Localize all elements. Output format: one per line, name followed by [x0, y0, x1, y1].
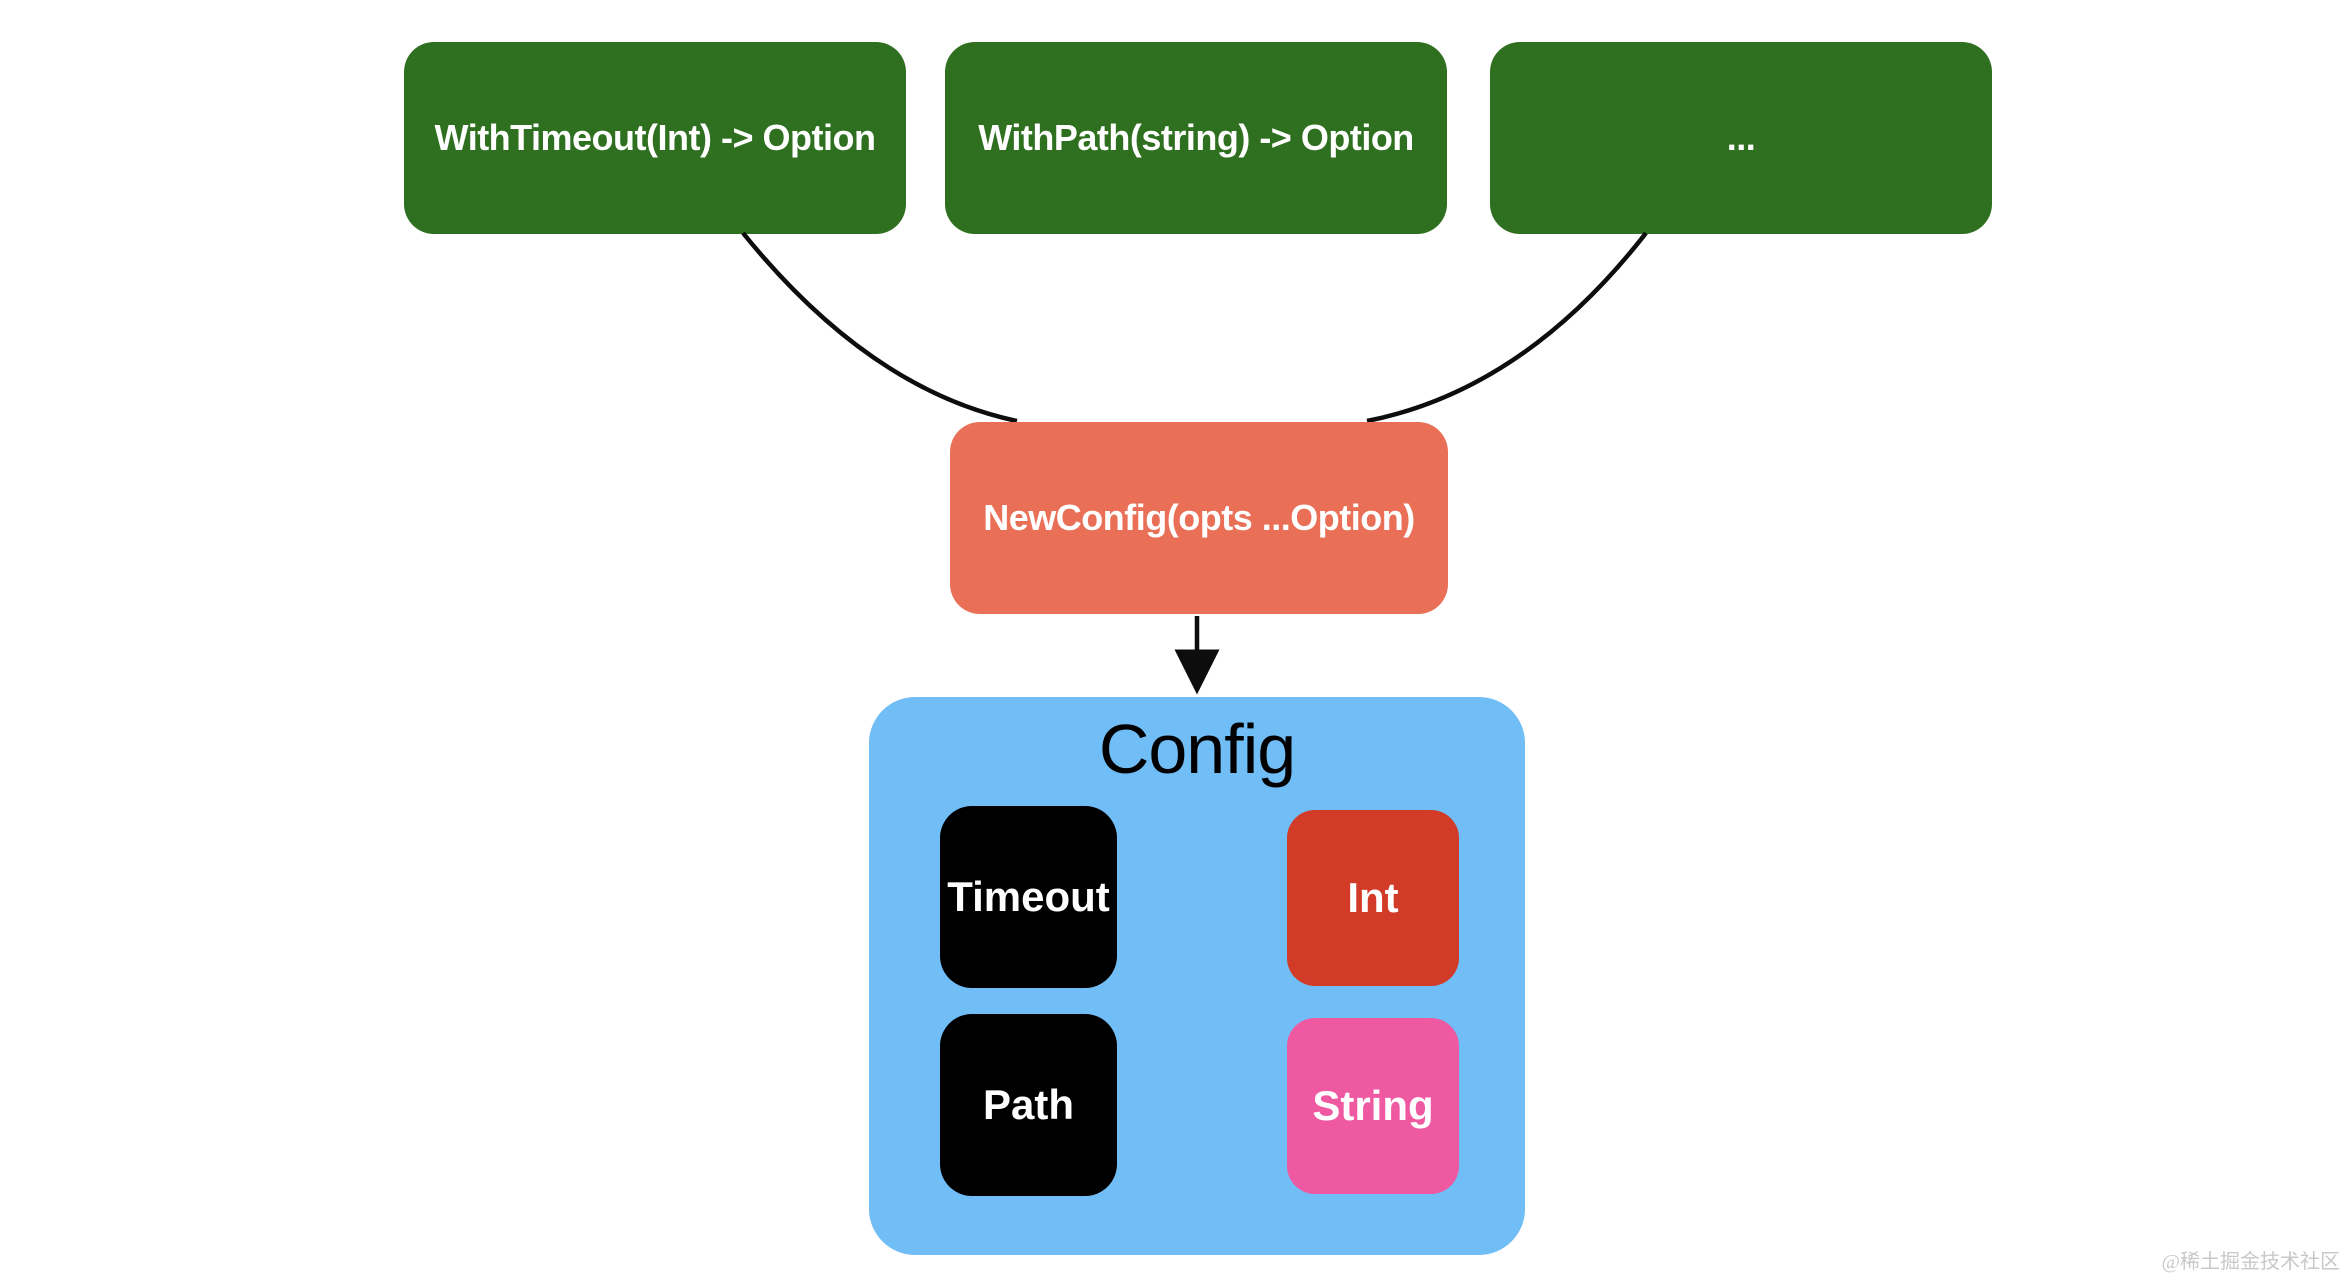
option-box-withpath: WithPath(string) -> Option — [945, 42, 1447, 234]
type-box-string: String — [1287, 1018, 1459, 1194]
option-box-ellipsis-label: ... — [1726, 117, 1756, 158]
option-box-withpath-label: WithPath(string) -> Option — [978, 117, 1414, 158]
type-box-int-label: Int — [1347, 874, 1399, 921]
type-box-int: Int — [1287, 810, 1459, 986]
config-field-timeout: Timeout — [940, 806, 1117, 988]
type-box-string-label: String — [1312, 1082, 1434, 1129]
option-box-ellipsis: ... — [1490, 42, 1992, 234]
option-box-withtimeout: WithTimeout(Int) -> Option — [404, 42, 906, 234]
config-field-path: Path — [940, 1014, 1117, 1196]
watermark-text: @稀土掘金技术社区 — [2161, 1251, 2340, 1273]
newconfig-box: NewConfig(opts ...Option) — [950, 422, 1448, 614]
curve-ellipsis-to-newconfig — [1366, 231, 1648, 424]
newconfig-box-label: NewConfig(opts ...Option) — [983, 497, 1415, 538]
option-box-withtimeout-label: WithTimeout(Int) -> Option — [434, 117, 876, 158]
config-field-path-label: Path — [982, 1081, 1074, 1128]
config-title: Config — [1098, 710, 1296, 788]
curve-withtimeout-to-newconfig — [741, 231, 1018, 424]
config-field-timeout-label: Timeout — [947, 873, 1110, 920]
